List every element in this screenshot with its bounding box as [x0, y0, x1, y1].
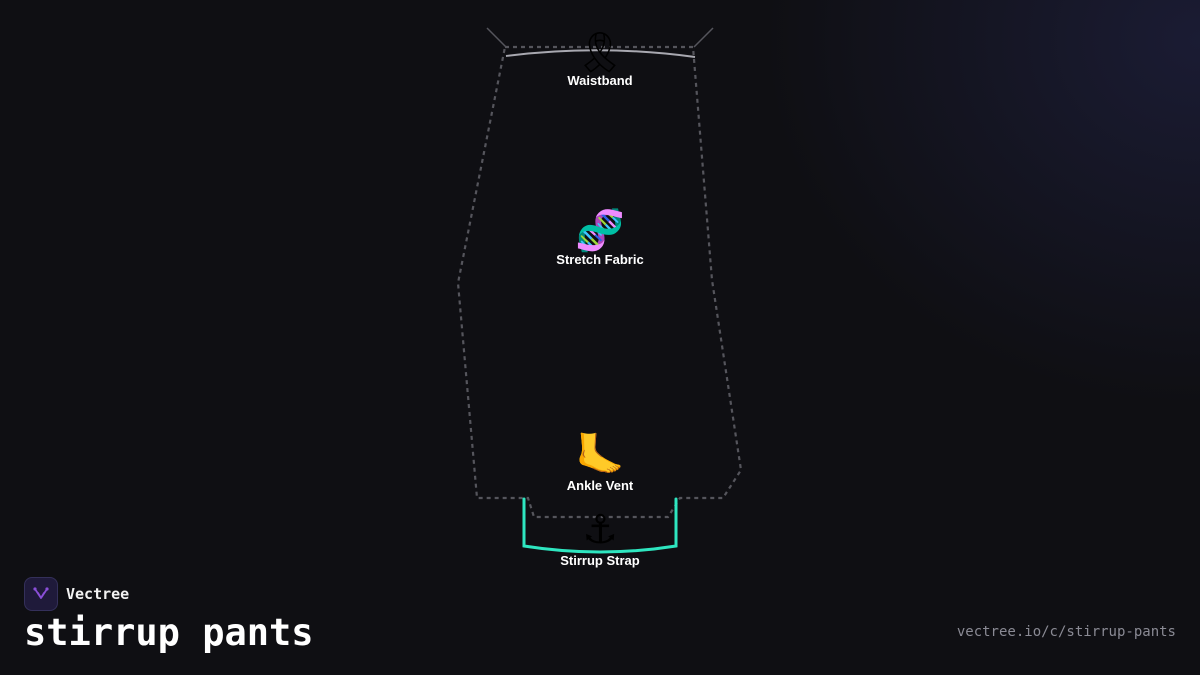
node-stirrup-strap[interactable]: ⚓ Stirrup Strap	[560, 507, 640, 568]
foot-icon: 🦶	[575, 431, 625, 478]
stirrup-strap-highlight	[522, 497, 678, 554]
anchor-icon: ⚓	[582, 507, 618, 553]
brand: Vectree	[24, 577, 129, 611]
node-stretch-fabric[interactable]: 🧬 Stretch Fabric	[556, 206, 643, 267]
dna-icon: 🧬	[575, 206, 625, 254]
node-waistband[interactable]: 🎗 Waistband	[567, 30, 632, 88]
node-label-stirrup-strap: Stirrup Strap	[560, 553, 640, 568]
page-title: stirrup pants	[24, 611, 314, 654]
node-label-waistband: Waistband	[567, 73, 632, 88]
page-url[interactable]: vectree.io/c/stirrup-pants	[956, 624, 1176, 640]
waistband-tab-left	[486, 27, 507, 48]
pants-outline	[456, 45, 743, 519]
node-label-ankle-vent: Ankle Vent	[567, 478, 634, 493]
node-ankle-vent[interactable]: 🦶 Ankle Vent	[567, 431, 634, 493]
vectree-logo-icon	[24, 577, 58, 611]
ribbon-icon: 🎗	[575, 30, 626, 76]
waistband-curve	[505, 49, 696, 58]
brand-name: Vectree	[66, 585, 130, 603]
waistband-tab-right	[693, 27, 714, 48]
node-label-stretch-fabric: Stretch Fabric	[556, 252, 643, 267]
